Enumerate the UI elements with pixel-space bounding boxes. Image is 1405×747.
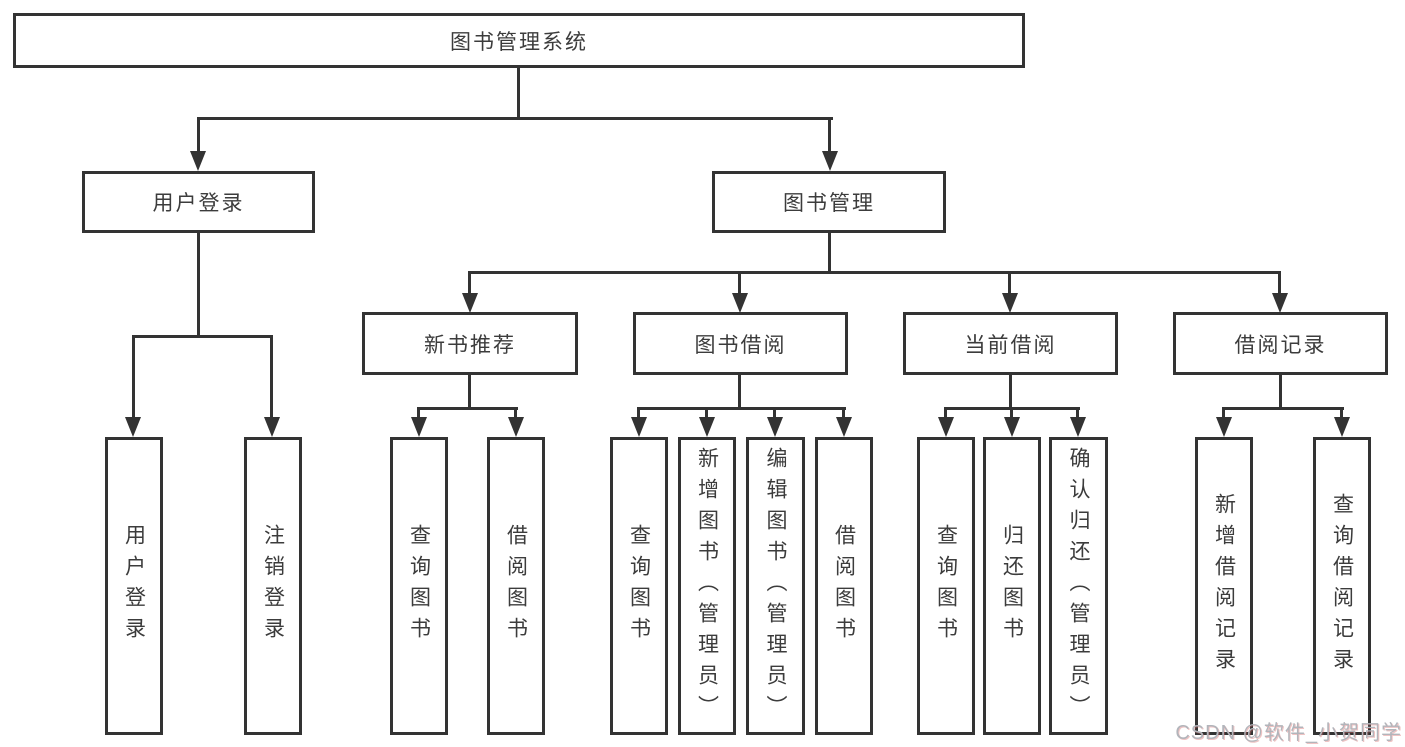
node-current-borrow: 当前借阅 <box>903 312 1118 375</box>
leaf-user-login-label: 用户登录 <box>122 524 146 648</box>
leaf-add-borrow-record-label: 新增借阅记录 <box>1212 493 1236 679</box>
connector-l3-shaft-2 <box>738 271 741 297</box>
connector-l3-shaft-1 <box>468 271 471 297</box>
connector-bookmgmt-stub <box>828 233 831 274</box>
node-new-book-recommend-label: 新书推荐 <box>424 333 516 357</box>
leaf-current-query-books-label: 查询图书 <box>934 524 958 648</box>
leaf-recommend-query-books-label: 查询图书 <box>407 524 431 648</box>
connector-l2-bar <box>197 117 833 120</box>
leaf-edit-books-admin-label: 编辑图书（管理员） <box>764 446 787 726</box>
connector-recommend-shaft-1 <box>417 407 420 421</box>
arrowhead <box>1002 293 1018 313</box>
leaf-query-borrow-record-label: 查询借阅记录 <box>1330 493 1354 679</box>
arrowhead <box>631 417 647 437</box>
connector-current-shaft-1 <box>944 407 947 421</box>
connector-borrow-shaft-4 <box>842 407 845 421</box>
arrowhead <box>190 151 206 171</box>
arrowhead <box>938 417 954 437</box>
connector-user-shaft-1 <box>132 335 135 421</box>
connector-current-stub <box>1009 373 1012 410</box>
leaf-logout: 注销登录 <box>244 437 302 735</box>
connector-l3-bar <box>468 271 1281 274</box>
connector-records-shaft-2 <box>1340 407 1343 421</box>
connector-borrow-shaft-2 <box>705 407 708 421</box>
leaf-return-books: 归还图书 <box>983 437 1041 735</box>
leaf-borrow-query-books-label: 查询图书 <box>627 524 651 648</box>
arrowhead <box>411 417 427 437</box>
arrowhead <box>836 417 852 437</box>
connector-user-shaft-2 <box>270 335 273 421</box>
node-new-book-recommend: 新书推荐 <box>362 312 578 375</box>
arrowhead <box>1216 417 1232 437</box>
arrowhead <box>732 293 748 313</box>
leaf-query-borrow-record: 查询借阅记录 <box>1313 437 1371 735</box>
connector-user-bar <box>132 335 273 338</box>
leaf-borrow-books-label: 借阅图书 <box>832 524 856 648</box>
connector-l2-shaft-user <box>197 117 200 155</box>
leaf-recommend-borrow-books-label: 借阅图书 <box>504 524 528 648</box>
node-root-label: 图书管理系统 <box>450 30 588 54</box>
arrowhead <box>125 417 141 437</box>
connector-borrow-stub <box>738 373 741 410</box>
leaf-logout-label: 注销登录 <box>261 524 285 648</box>
node-borrow-records: 借阅记录 <box>1173 312 1388 375</box>
connector-records-shaft-1 <box>1222 407 1225 421</box>
leaf-confirm-return-admin: 确认归还（管理员） <box>1049 437 1108 735</box>
node-borrow-records-label: 借阅记录 <box>1234 333 1327 357</box>
leaf-borrow-query-books: 查询图书 <box>610 437 668 735</box>
arrowhead <box>508 417 524 437</box>
node-user-login-label: 用户登录 <box>152 192 245 215</box>
arrowhead <box>699 417 715 437</box>
connector-records-stub <box>1279 373 1282 410</box>
node-root: 图书管理系统 <box>13 13 1025 68</box>
leaf-return-books-label: 归还图书 <box>1000 524 1024 648</box>
connector-recommend-shaft-2 <box>514 407 517 421</box>
leaf-borrow-books: 借阅图书 <box>815 437 873 735</box>
node-user-login: 用户登录 <box>82 171 315 233</box>
leaf-confirm-return-admin-label: 确认归还（管理员） <box>1067 446 1090 726</box>
leaf-user-login: 用户登录 <box>105 437 163 735</box>
arrowhead <box>1004 417 1020 437</box>
node-book-borrow: 图书借阅 <box>633 312 848 375</box>
arrowhead <box>1070 417 1086 437</box>
node-book-management-label: 图书管理 <box>783 192 875 215</box>
connector-l2-shaft-book <box>828 117 831 155</box>
leaf-add-borrow-record: 新增借阅记录 <box>1195 437 1253 735</box>
node-book-management: 图书管理 <box>712 171 946 233</box>
leaf-add-books-admin-label: 新增图书（管理员） <box>695 446 719 726</box>
connector-user-stub <box>197 233 200 337</box>
node-book-borrow-label: 图书借阅 <box>694 333 787 357</box>
arrowhead <box>264 417 280 437</box>
arrowhead <box>1334 417 1350 437</box>
connector-current-shaft-2 <box>1010 407 1013 421</box>
connector-borrow-shaft-3 <box>773 407 776 421</box>
connector-records-bar <box>1222 407 1344 410</box>
connector-l3-shaft-3 <box>1008 271 1011 297</box>
connector-borrow-bar <box>637 407 846 410</box>
connector-root-stub <box>517 68 520 118</box>
connector-l3-shaft-4 <box>1278 271 1281 297</box>
arrowhead <box>462 293 478 313</box>
leaf-recommend-borrow-books: 借阅图书 <box>487 437 545 735</box>
connector-recommend-bar <box>417 407 518 410</box>
csdn-watermark: CSDN @软件_小贺同学 <box>1175 722 1402 744</box>
arrowhead <box>767 417 783 437</box>
leaf-recommend-query-books: 查询图书 <box>390 437 448 735</box>
arrowhead <box>822 151 838 171</box>
connector-recommend-stub <box>468 373 471 410</box>
leaf-current-query-books: 查询图书 <box>917 437 975 735</box>
arrowhead <box>1272 293 1288 313</box>
connector-current-shaft-3 <box>1076 407 1079 421</box>
leaf-edit-books-admin: 编辑图书（管理员） <box>746 437 805 735</box>
node-current-borrow-label: 当前借阅 <box>964 333 1057 357</box>
leaf-add-books-admin: 新增图书（管理员） <box>678 437 736 735</box>
connector-borrow-shaft-1 <box>637 407 640 421</box>
